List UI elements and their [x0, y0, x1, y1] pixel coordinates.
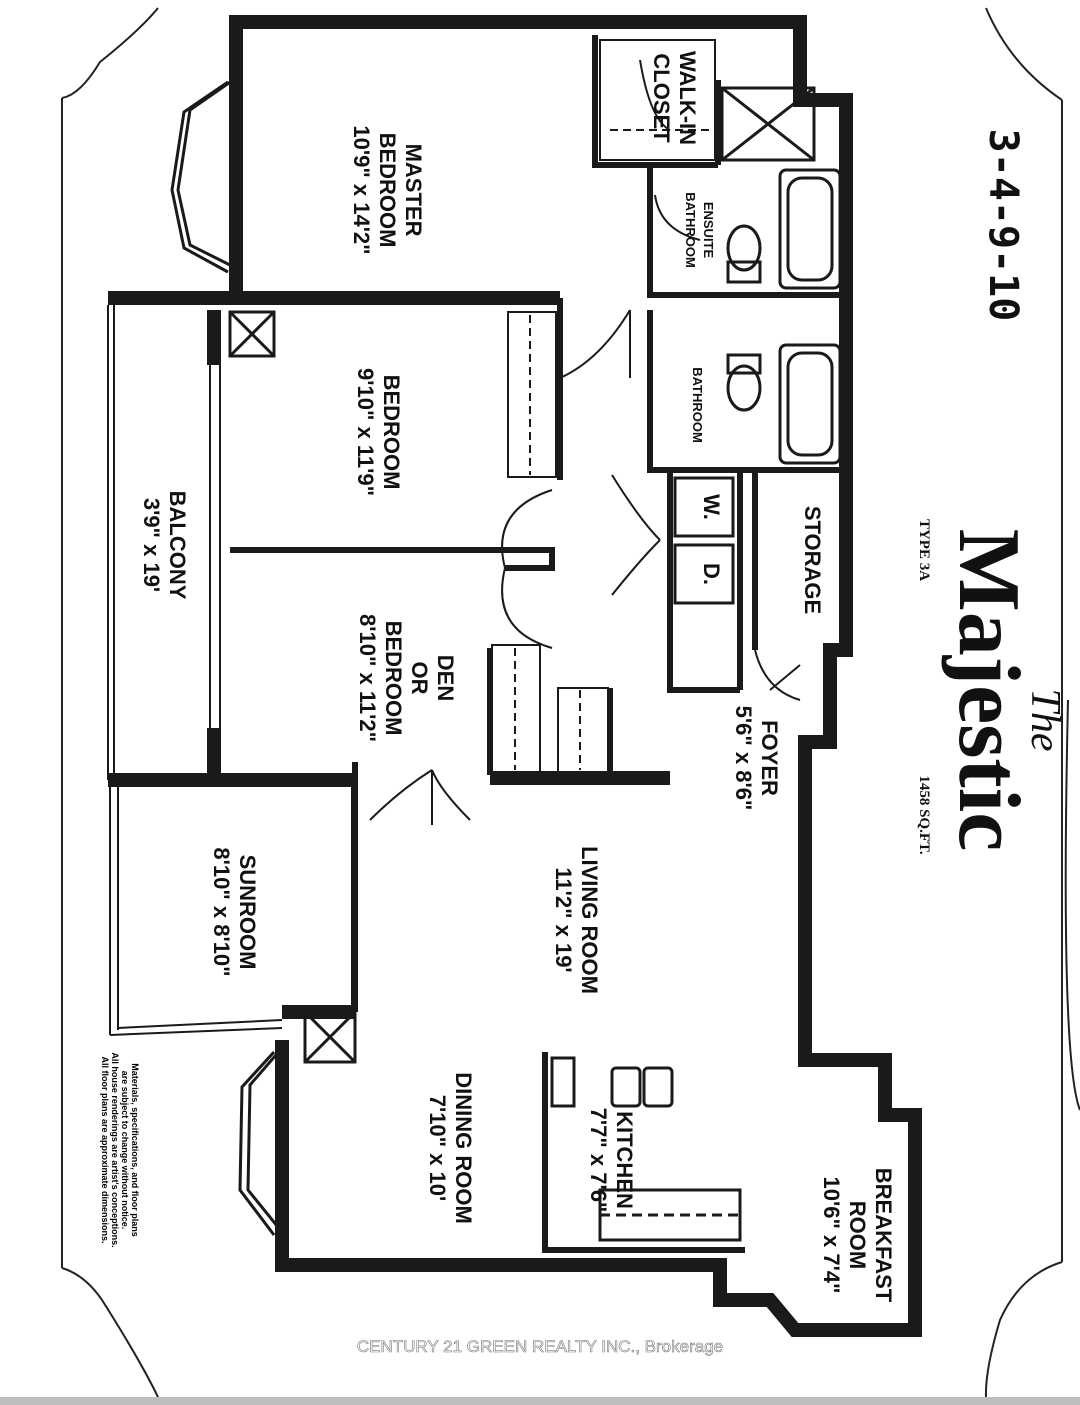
- svg-text:8'10" x 11'2": 8'10" x 11'2": [355, 614, 380, 742]
- svg-text:FOYER: FOYER: [757, 720, 782, 796]
- svg-text:BATHROOM: BATHROOM: [690, 367, 705, 443]
- ensuite-bathroom-label: ENSUITE BATHROOM: [683, 192, 716, 268]
- title-script: The: [1022, 689, 1068, 752]
- svg-text:are subject to change without: are subject to change without notice.: [120, 1071, 130, 1230]
- dryer-label: D.: [699, 563, 724, 585]
- bedroom-label: BEDROOM 9'10" x 11'9": [353, 368, 404, 496]
- svg-text:8'10" x 8'10": 8'10" x 8'10": [209, 847, 234, 976]
- storage-label: STORAGE: [800, 506, 825, 614]
- bathroom-fixtures: [228, 86, 842, 1242]
- bay-windows: [170, 76, 284, 1236]
- title-block: Majestic The TYPE 3A 1458 SQ.FT.: [916, 519, 1068, 855]
- breakfast-room-label: BREAKFAST ROOM 10'6" x 7'4": [819, 1168, 896, 1303]
- svg-text:DINING ROOM: DINING ROOM: [451, 1072, 476, 1224]
- plan-type: TYPE 3A: [916, 519, 932, 581]
- svg-text:MASTER: MASTER: [401, 144, 426, 237]
- svg-text:3-4-9-10: 3-4-9-10: [980, 129, 1026, 322]
- svg-text:BEDROOM: BEDROOM: [381, 621, 406, 736]
- decorative-frame: [61, 7, 1080, 1398]
- dining-room-label: DINING ROOM 7'10" x 10': [425, 1072, 476, 1224]
- brokerage-watermark: CENTURY 21 GREEN REALTY INC., Brokerage: [357, 1337, 723, 1356]
- washer-label: W.: [699, 494, 724, 520]
- living-room-label: LIVING ROOM 11'2" x 19': [551, 846, 602, 994]
- disclaimer: Materials, specifications, and floor pla…: [100, 1052, 140, 1247]
- bottom-bar: [0, 1397, 1080, 1405]
- svg-text:10'9" x 14'2": 10'9" x 14'2": [349, 125, 374, 254]
- title-name: Majestic: [940, 529, 1037, 851]
- svg-text:ENSUITE: ENSUITE: [701, 202, 716, 259]
- window-glazing: [107, 305, 353, 1036]
- svg-text:All house renderings are artis: All house renderings are artist's concep…: [110, 1052, 120, 1247]
- svg-text:BATHROOM: BATHROOM: [683, 192, 698, 268]
- svg-text:All floor plans are approximat: All floor plans are approximate dimensio…: [100, 1056, 110, 1243]
- svg-text:KITCHEN: KITCHEN: [612, 1111, 637, 1209]
- svg-text:3'9" x 19': 3'9" x 19': [139, 498, 164, 592]
- svg-text:SUNROOM: SUNROOM: [235, 855, 260, 970]
- exterior-walls: [108, 15, 922, 1337]
- svg-text:STORAGE: STORAGE: [800, 506, 825, 614]
- svg-text:Materials, specifications, and: Materials, specifications, and floor pla…: [130, 1063, 140, 1237]
- balcony-label: BALCONY 3'9" x 19': [139, 491, 190, 600]
- svg-text:BEDROOM: BEDROOM: [379, 375, 404, 490]
- svg-text:W.: W.: [699, 494, 724, 520]
- plan-area: 1458 SQ.FT.: [916, 775, 932, 855]
- svg-text:7'7" x 7'6": 7'7" x 7'6": [586, 1108, 611, 1213]
- svg-text:7'10" x 10': 7'10" x 10': [425, 1095, 450, 1202]
- sunroom-label: SUNROOM 8'10" x 8'10": [209, 847, 260, 976]
- svg-text:BREAKFAST: BREAKFAST: [871, 1168, 896, 1303]
- svg-text:ROOM: ROOM: [845, 1201, 870, 1269]
- svg-text:CLOSET: CLOSET: [649, 53, 674, 143]
- master-bedroom-label: MASTER BEDROOM 10'9" x 14'2": [349, 125, 426, 254]
- handwritten-note: 3-4-9-10: [980, 129, 1026, 322]
- svg-text:10'6" x 7'4": 10'6" x 7'4": [819, 1177, 844, 1294]
- foyer-label: FOYER 5'6" x 8'6": [731, 706, 782, 811]
- svg-text:5'6" x 8'6": 5'6" x 8'6": [731, 706, 756, 811]
- svg-text:BEDROOM: BEDROOM: [375, 133, 400, 248]
- svg-text:LIVING ROOM: LIVING ROOM: [577, 846, 602, 994]
- bathroom-label: BATHROOM: [690, 367, 705, 443]
- svg-text:D.: D.: [699, 563, 724, 585]
- walk-in-closet-label: WALK-IN CLOSET: [649, 51, 700, 145]
- interior-walls: [230, 35, 846, 1253]
- svg-text:OR: OR: [407, 662, 432, 695]
- closet-shelves: [491, 39, 716, 774]
- svg-text:BALCONY: BALCONY: [165, 491, 190, 600]
- svg-text:WALK-IN: WALK-IN: [675, 51, 700, 145]
- den-label: DEN OR BEDROOM 8'10" x 11'2": [355, 614, 458, 742]
- door-swings: [369, 59, 801, 825]
- svg-text:11'2" x 19': 11'2" x 19': [551, 867, 576, 972]
- svg-text:9'10" x 11'9": 9'10" x 11'9": [353, 368, 378, 496]
- kitchen-label: KITCHEN 7'7" x 7'6": [586, 1108, 637, 1213]
- svg-text:DEN: DEN: [433, 655, 458, 701]
